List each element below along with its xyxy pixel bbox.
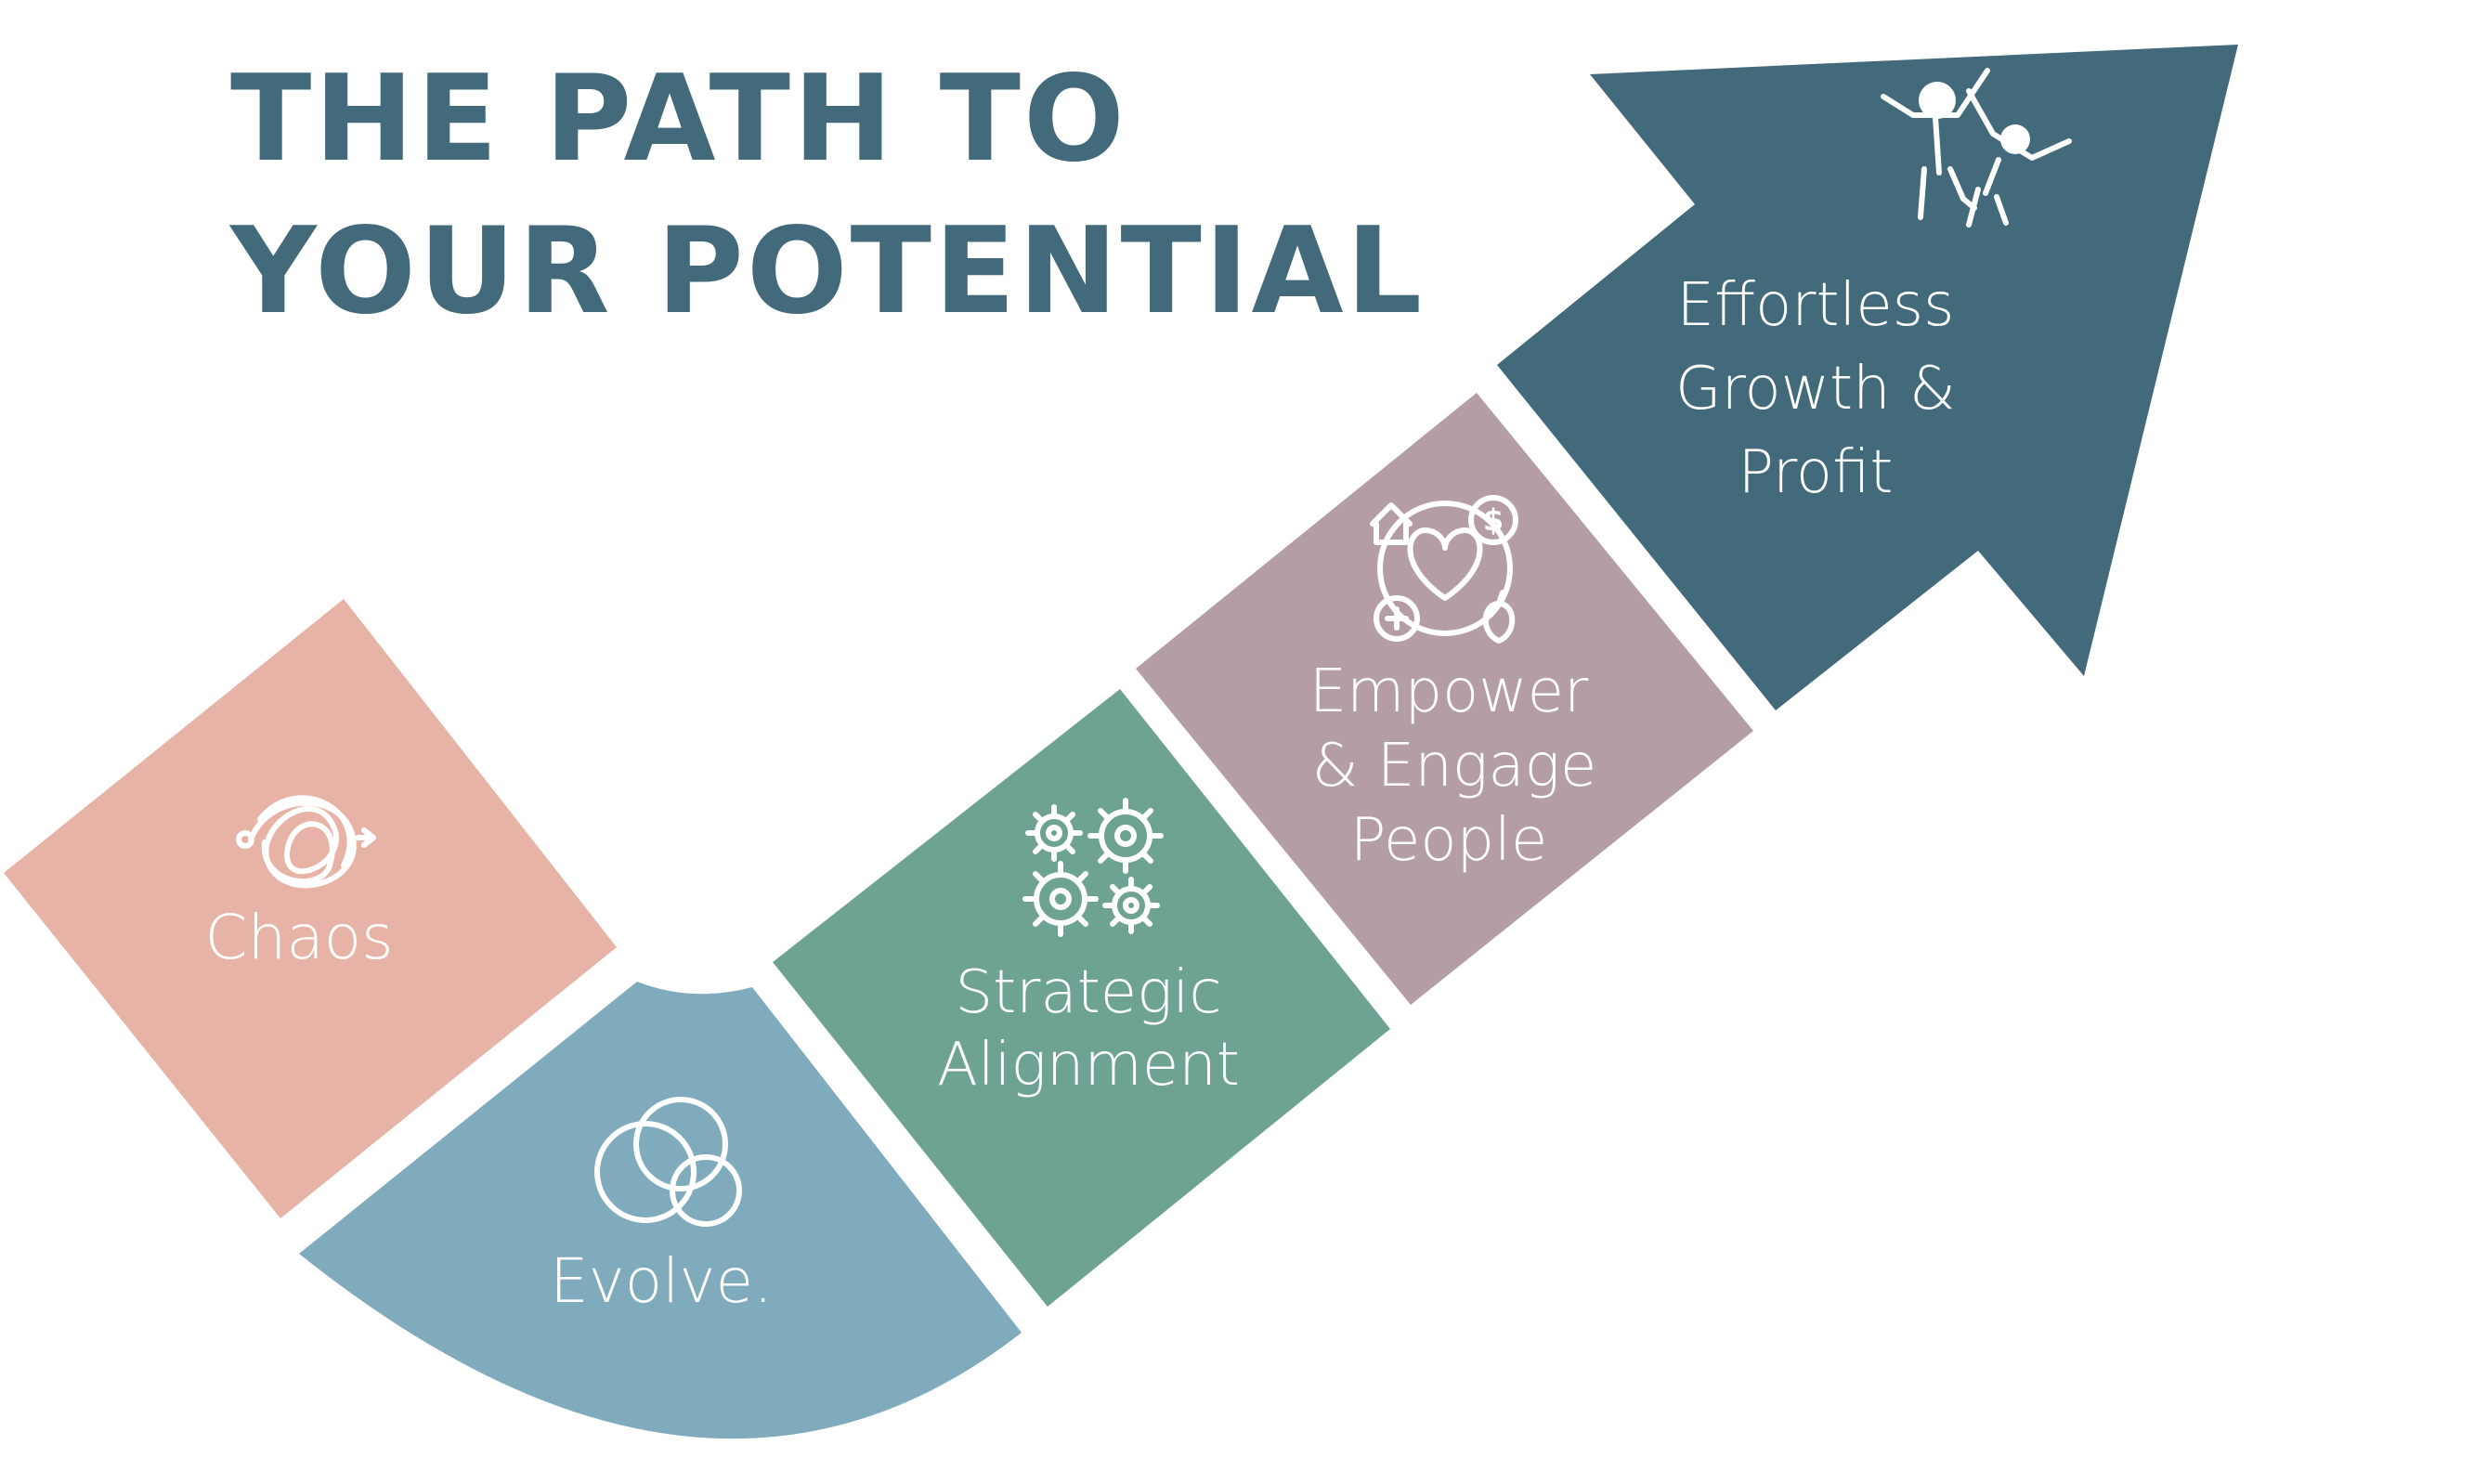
tangled-scribble-icon	[236, 795, 376, 889]
empower-engage-people-label-line-3: People	[1350, 806, 1548, 875]
evolve-label: Evolve.	[550, 1245, 773, 1317]
svg-text:$: $	[1483, 502, 1504, 538]
wellbeing-cycle-icon: $	[1370, 495, 1518, 644]
jumping-people-icon	[1881, 68, 2072, 228]
step-chaos: Chaos	[4, 599, 617, 1218]
growth-label-line-1: Effortless	[1677, 271, 1955, 340]
growth-arrow	[1497, 45, 2238, 710]
step-empower-engage-people: $ Empower & Engage People	[1136, 393, 1753, 1005]
chaos-label: Chaos	[204, 902, 393, 973]
step-effortless-growth-profit: Effortless Growth & Profit	[1497, 45, 2238, 710]
strategic-alignment-label-line-2: Alignment	[937, 1031, 1240, 1100]
evolve-block	[299, 982, 1022, 1439]
strategic-alignment-block	[773, 689, 1390, 1307]
title-line-1: THE PATH TO	[230, 50, 1127, 189]
empower-engage-people-label-line-1: Empower	[1309, 657, 1589, 726]
title-line-2: YOUR POTENTIAL	[228, 202, 1425, 341]
empower-engage-people-label-line-2: & Engage	[1312, 732, 1597, 801]
strategic-alignment-label-line-1: Strategic	[955, 958, 1221, 1027]
growth-label-line-2: Growth &	[1675, 355, 1956, 423]
step-evolve: Evolve.	[299, 982, 1022, 1439]
growth-label-line-3: Profit	[1738, 438, 1894, 507]
step-strategic-alignment: Strategic Alignment	[773, 689, 1390, 1307]
empower-engage-people-block	[1136, 393, 1753, 1005]
chaos-block	[4, 599, 617, 1218]
overlapping-circles-icon	[594, 1097, 742, 1227]
gears-icon	[1022, 798, 1164, 937]
